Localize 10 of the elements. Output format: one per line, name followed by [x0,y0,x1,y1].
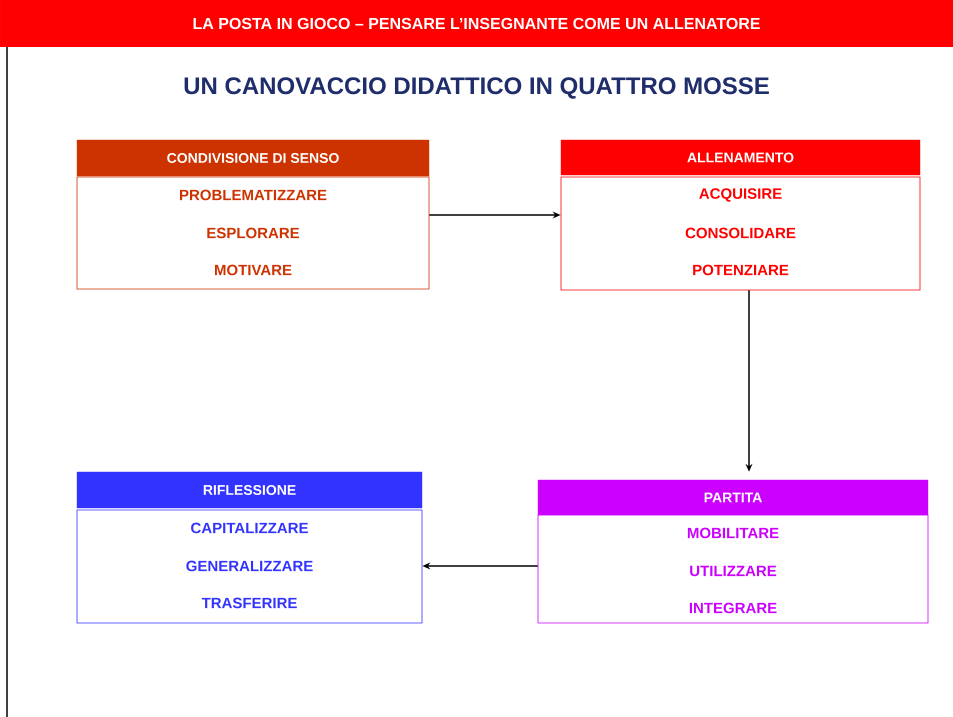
header-box: CONDIVISIONE DI SENSO [76,140,430,176]
step-box: MOBILITARE UTILIZZARE INTEGRARE [538,514,928,624]
header-band: LA POSTA IN GIOCO – PENSARE L’INSEGNANTE COME UN ALLENATORE [0,0,953,47]
header-box: RIFLESSIONE [76,472,422,508]
step-box: CAPITALIZZARE GENERALIZZARE TRASFERIRE [76,510,422,624]
header-box: PARTITA [538,480,928,516]
header-box: ALLENAMENTO [560,140,920,176]
slide-title: UN CANOVACCIO DIDATTICO IN QUATTRO MOSSE [184,77,769,99]
step-box: ACQUISIRE CONSOLIDARE POTENZIARE [560,176,920,290]
step-box: PROBLEMATIZZARE ESPLORARE MOTIVARE [76,176,430,290]
